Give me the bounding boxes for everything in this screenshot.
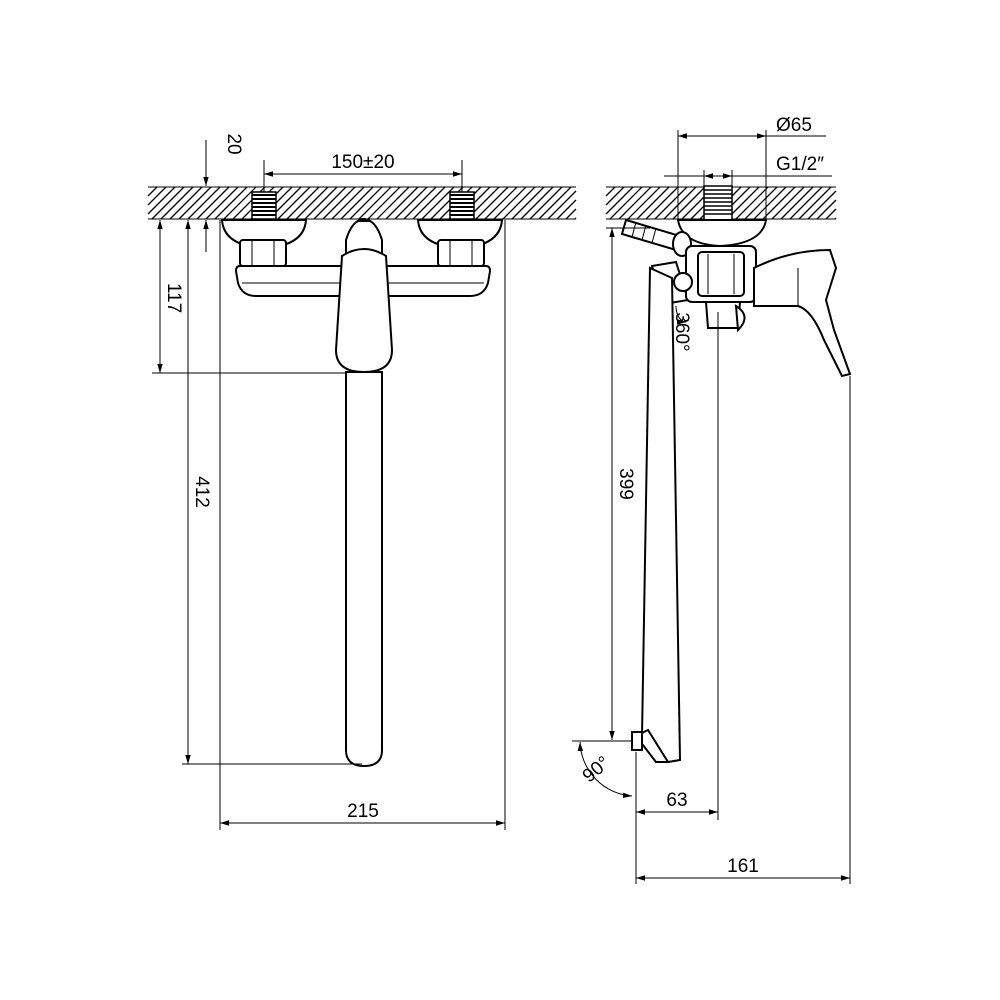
hatch-line	[349, 186, 383, 220]
dim-total-width: 215	[219, 220, 506, 830]
hatch-line	[825, 208, 837, 220]
hatch-line	[807, 190, 837, 220]
dim-handle-height-label: 117	[163, 283, 184, 313]
hatch-line	[385, 186, 419, 220]
hatch-line	[762, 186, 796, 220]
hatch-line	[493, 186, 527, 220]
wall-hatch-front	[147, 186, 577, 220]
dim-flange-diameter-label: Ø65	[776, 115, 812, 136]
hatch-line	[529, 186, 563, 220]
hatch-line	[798, 186, 832, 220]
hatch-line	[147, 186, 167, 206]
hatch-line	[421, 186, 455, 220]
side-view: 360° Ø65 G1/2″ 399	[572, 115, 852, 884]
hatch-line	[147, 186, 176, 215]
hatch-line	[735, 186, 769, 220]
hatch-line	[627, 186, 661, 220]
dim-wall-offset: 20	[200, 133, 244, 252]
dim-total-width-label: 215	[347, 801, 379, 822]
inlet-right	[449, 191, 475, 220]
hatch-line	[151, 186, 185, 220]
hatch-line	[223, 186, 257, 220]
hatch-line	[475, 186, 509, 220]
hex-nut-right	[437, 239, 485, 267]
dim-thread-label: G1/2″	[776, 154, 824, 175]
hatch-line	[780, 186, 814, 220]
hatch-line	[556, 199, 577, 220]
dim-inlet-spacing-label: 150±20	[331, 152, 394, 173]
dim-outlet-angle-label: 90°	[579, 753, 615, 788]
hatch-line	[313, 186, 347, 220]
hatch-line	[286, 186, 320, 220]
inlet-left	[251, 191, 277, 220]
dim-total-height-label: 412	[191, 476, 212, 508]
hatch-line	[394, 186, 428, 220]
hatch-line	[645, 186, 679, 220]
hatch-line	[304, 186, 338, 220]
hatch-line	[403, 186, 437, 220]
hatch-line	[160, 186, 194, 220]
hatch-line	[331, 186, 365, 220]
swivel-label: 360°	[671, 312, 692, 351]
hatch-line	[605, 186, 616, 197]
hatch-line	[636, 186, 670, 220]
hatch-line	[565, 208, 577, 220]
side-lever	[753, 248, 852, 378]
dim-projection: 161	[636, 376, 851, 884]
hatch-line	[214, 186, 248, 220]
hatch-line	[187, 186, 221, 220]
hatch-line	[205, 186, 239, 220]
handle-lever	[334, 248, 394, 374]
hatch-line	[744, 186, 778, 220]
dim-total-height: 412	[182, 220, 362, 765]
hatch-line	[412, 186, 446, 220]
dim-outlet-offset: 63	[635, 312, 719, 884]
hatch-line	[322, 186, 356, 220]
hatch-line	[340, 186, 374, 220]
hatch-line	[484, 186, 518, 220]
hatch-line	[789, 186, 823, 220]
hatch-line	[376, 186, 410, 220]
hatch-line	[605, 186, 625, 206]
dim-projection-label: 161	[727, 856, 759, 877]
hatch-line	[547, 190, 577, 220]
dim-wall-offset-label: 20	[223, 133, 244, 154]
spout	[345, 371, 383, 768]
hatch-line	[609, 186, 643, 220]
hatch-line	[277, 186, 311, 220]
dim-thread: G1/2″	[664, 154, 832, 186]
hatch-line	[511, 186, 545, 220]
hatch-line	[196, 186, 230, 220]
front-view: 20 150±20 117 412 215	[147, 133, 577, 830]
hatch-line	[147, 186, 158, 197]
hatch-line	[358, 186, 392, 220]
hatch-line	[771, 186, 805, 220]
dim-handle-height: 117	[152, 220, 346, 374]
dim-spout-height-label: 399	[615, 468, 636, 500]
hatch-line	[605, 186, 634, 215]
swivel-indicator: 360°	[671, 305, 692, 352]
side-inlet	[703, 185, 733, 221]
hatch-line	[538, 186, 572, 220]
hatch-line	[663, 186, 697, 220]
hatch-line	[753, 186, 787, 220]
dim-spout-height: 399	[606, 227, 650, 742]
hatch-line	[654, 186, 688, 220]
hatch-line	[618, 186, 652, 220]
hatch-line	[367, 186, 401, 220]
hatch-line	[816, 199, 837, 220]
dim-outlet-offset-label: 63	[666, 790, 687, 811]
dim-inlet-spacing: 150±20	[263, 152, 463, 192]
hex-nut-left	[239, 239, 287, 267]
dim-outlet-angle: 90°	[572, 740, 633, 799]
hatch-line	[178, 186, 212, 220]
hatch-line	[295, 186, 329, 220]
hatch-line	[502, 186, 536, 220]
hatch-line	[169, 186, 203, 220]
dim-flange-diameter: Ø65	[677, 115, 826, 220]
hatch-line	[520, 186, 554, 220]
